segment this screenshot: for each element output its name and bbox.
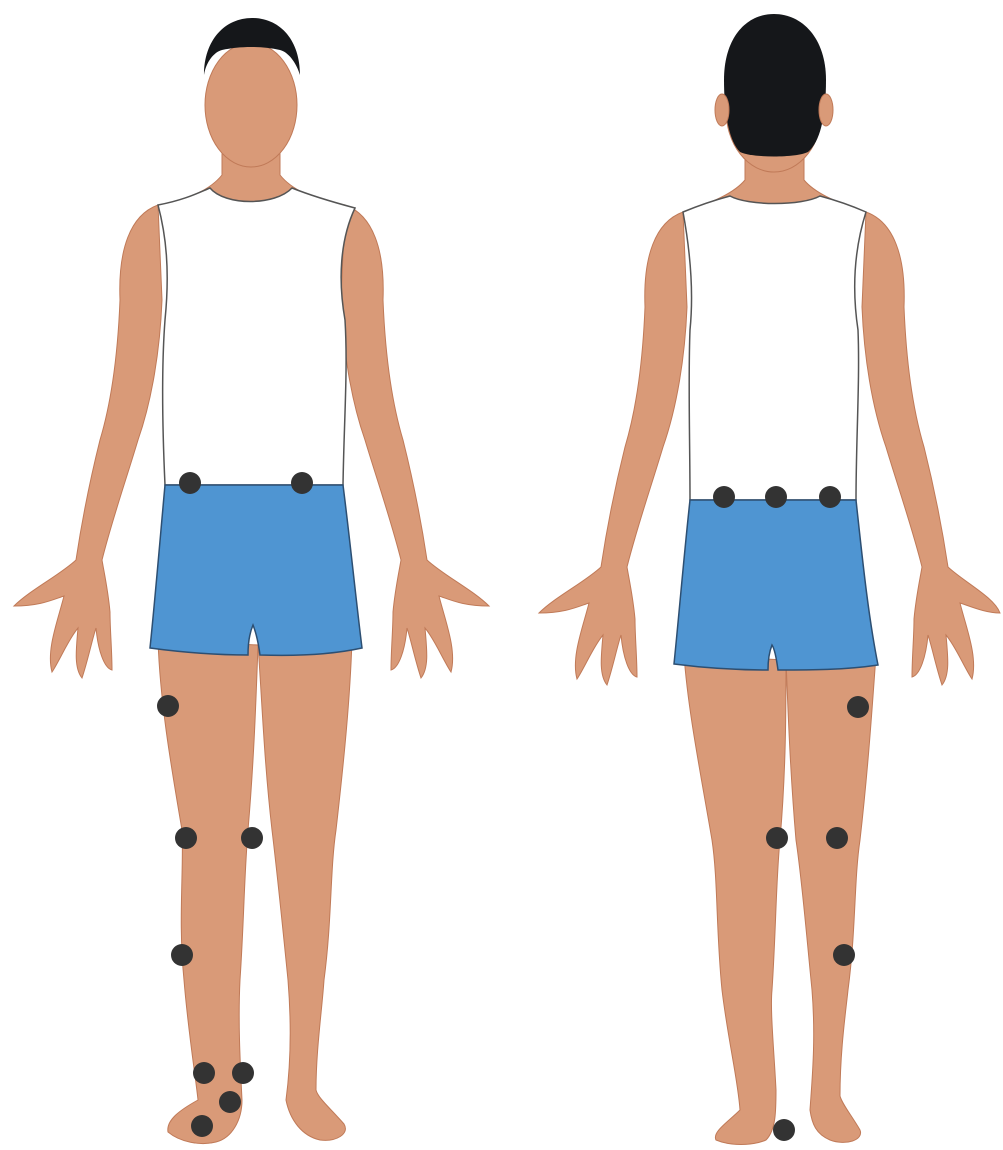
marker-thigh-right-outer[interactable]: [157, 695, 179, 717]
marker-back-waist-right[interactable]: [819, 486, 841, 508]
marker-back-heel-left[interactable]: [773, 1119, 795, 1141]
marker-back-calf-right-outer[interactable]: [833, 944, 855, 966]
marker-back-waist-left[interactable]: [713, 486, 735, 508]
marker-back-knee-left-inner[interactable]: [766, 827, 788, 849]
marker-knee-right-inner[interactable]: [241, 827, 263, 849]
back-shirt: [683, 196, 866, 500]
back-legs: [684, 655, 876, 1145]
marker-toe-right[interactable]: [191, 1115, 213, 1137]
front-shorts: [150, 485, 362, 655]
marker-back-waist-center[interactable]: [765, 486, 787, 508]
front-head: [162, 18, 340, 205]
back-shorts: [674, 500, 878, 670]
marker-back-knee-right-outer[interactable]: [826, 827, 848, 849]
back-head: [683, 14, 866, 212]
marker-back-thigh-right-outer[interactable]: [847, 696, 869, 718]
marker-knee-right-outer[interactable]: [175, 827, 197, 849]
back-figure: [539, 14, 1000, 1145]
front-shirt: [158, 188, 355, 485]
marker-foot-right-dorsum[interactable]: [219, 1091, 241, 1113]
marker-waist-left[interactable]: [291, 472, 313, 494]
marker-ankle-right-outer[interactable]: [193, 1062, 215, 1084]
marker-ankle-right-inner[interactable]: [232, 1062, 254, 1084]
front-figure: [14, 18, 489, 1144]
marker-shin-right-outer[interactable]: [171, 944, 193, 966]
front-legs: [158, 640, 352, 1144]
marker-waist-right[interactable]: [179, 472, 201, 494]
